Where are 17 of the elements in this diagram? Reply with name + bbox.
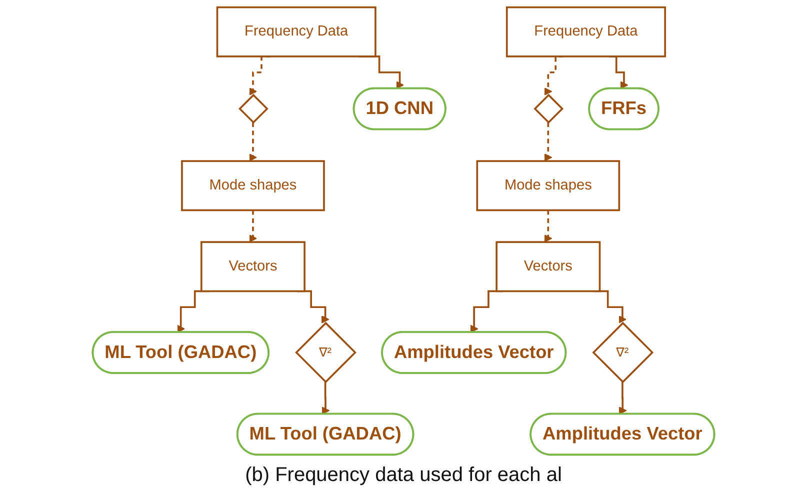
node-diamond: [238, 94, 268, 124]
arrow: [618, 381, 627, 415]
node-box: Frequency Data: [506, 6, 666, 58]
arrow: [248, 209, 257, 242]
arrow: [544, 209, 552, 242]
figure-caption: (b) Frequency data used for each al: [245, 464, 562, 487]
node-diamond: [534, 94, 564, 124]
node-box: Mode shapes: [181, 160, 325, 212]
arrow: [248, 122, 257, 162]
node-box: Vectors: [200, 241, 306, 292]
node-box: Vectors: [496, 241, 601, 292]
arrow: [544, 122, 552, 162]
node-box: Mode shapes: [476, 160, 620, 212]
node-box: Frequency Data: [216, 6, 376, 58]
arrow: [322, 381, 330, 415]
node-diamond: ∇²: [295, 322, 356, 384]
node-diamond: ∇²: [592, 322, 654, 384]
